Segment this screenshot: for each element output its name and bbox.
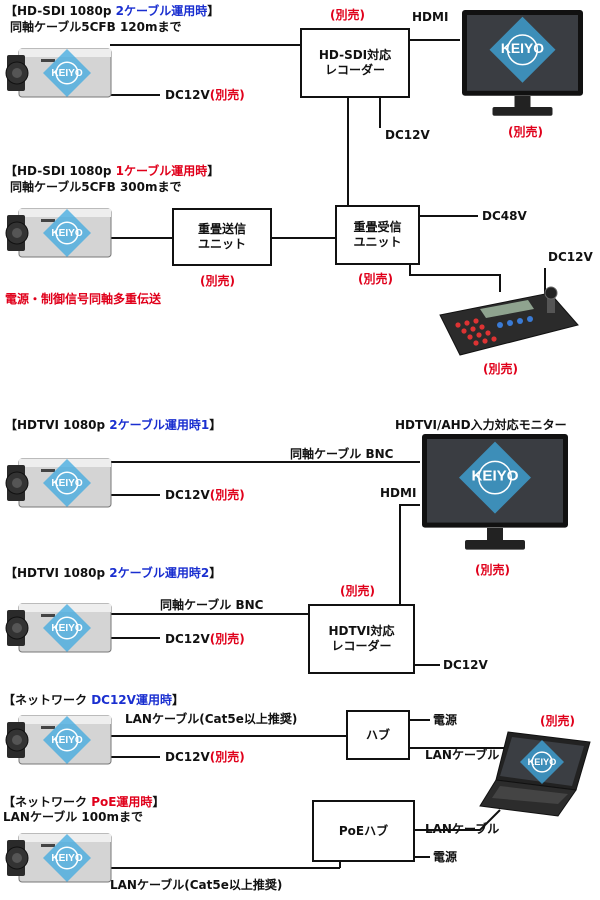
dc12v-label-5: DC12V(別売) <box>165 750 245 764</box>
keiyo-logo-text: KEIYO <box>51 623 83 634</box>
dc12v-label-1: DC12V(別売) <box>165 88 245 102</box>
lan-label-hub: LANケーブル <box>425 748 500 762</box>
camera-1: KEIYO <box>5 45 115 105</box>
keiyo-logo-text: KEIYO <box>528 757 557 767</box>
coax-bnc-label-1: 同軸ケーブル BNC <box>290 447 394 461</box>
camera-2: KEIYO <box>5 205 115 265</box>
sold-sep-rx: (別売) <box>358 272 393 286</box>
hdtvi-recorder-box: HDTVI対応 レコーダー <box>308 604 415 674</box>
sold-sep-recorder: (別売) <box>330 8 365 22</box>
tx-unit-box: 重畳送信 ユニット <box>172 208 272 266</box>
dc12v-label-recorder-2: DC12V <box>443 658 488 672</box>
section2-note: 電源・制御信号同軸多重伝送 <box>5 292 162 306</box>
sold-sep-recorder-2: (別売) <box>340 584 375 598</box>
monitor-title: HDTVI/AHD入力対応モニター <box>395 418 567 432</box>
rx-unit-box: 重畳受信 ユニット <box>335 205 420 265</box>
keiyo-logo-text: KEIYO <box>51 228 83 239</box>
sold-sep-monitor-1: (別売) <box>508 125 543 139</box>
keiyo-logo: KEIYO <box>459 441 531 514</box>
sold-sep-monitor-2: (別売) <box>475 563 510 577</box>
keiyo-logo: KEIYO <box>43 459 91 507</box>
section2-subtitle: 同軸ケーブル5CFB 300mまで <box>10 180 182 194</box>
section6-subtitle: LANケーブル 100mまで <box>3 810 143 824</box>
hdsdi-recorder-box: HD-SDI対応 レコーダー <box>300 28 410 98</box>
keiyo-logo-text: KEIYO <box>51 68 83 79</box>
section3-title: 【HDTVI 1080p 2ケーブル運用時1】 <box>5 418 222 432</box>
lan-label-s5: LANケーブル(Cat5e以上推奨) <box>125 712 298 726</box>
section4-title: 【HDTVI 1080p 2ケーブル運用時2】 <box>5 566 222 580</box>
power-label-2: 電源 <box>433 850 458 864</box>
keiyo-logo: KEIYO <box>43 834 91 882</box>
camera-3: KEIYO <box>5 455 115 515</box>
laptop: KEIYO <box>478 728 593 820</box>
keiyo-logo: KEIYO <box>43 209 91 257</box>
keiyo-logo-text: KEIYO <box>51 853 83 864</box>
poe-laptop-line <box>415 809 501 831</box>
keiyo-logo: KEIYO <box>43 49 91 97</box>
keiyo-logo: KEIYO <box>520 740 564 784</box>
keiyo-logo-text: KEIYO <box>501 40 544 56</box>
ptz-controller <box>430 285 580 357</box>
hub-box: ハブ <box>346 710 410 760</box>
title-mode: 2ケーブル運用時 <box>115 4 208 18</box>
section1-subtitle: 同軸ケーブル5CFB 120mまで <box>10 20 182 34</box>
keiyo-logo-text: KEIYO <box>51 735 83 746</box>
camera-6: KEIYO <box>5 830 115 890</box>
sold-sep-tx: (別売) <box>200 274 235 288</box>
lan-label-s6: LANケーブル(Cat5e以上推奨) <box>110 878 283 892</box>
coax-bnc-label-2: 同軸ケーブル BNC <box>160 598 264 612</box>
keiyo-logo-text: KEIYO <box>471 468 518 485</box>
dc12v-label-4: DC12V(別売) <box>165 632 245 646</box>
dc12v-label-3: DC12V(別売) <box>165 488 245 502</box>
section5-title: 【ネットワーク DC12V運用時】 <box>3 693 184 707</box>
keiyo-logo: KEIYO <box>43 716 91 764</box>
monitor-1: KEIYO <box>460 8 585 118</box>
hdmi-line-s4 <box>399 504 420 604</box>
monitor-2: KEIYO <box>420 432 570 552</box>
sold-sep-controller: (別売) <box>483 362 518 376</box>
hdmi-label-2: HDMI <box>380 486 417 500</box>
dc48v-label: DC48V <box>482 209 527 223</box>
camera-5: KEIYO <box>5 712 115 772</box>
dc12v-label-controller: DC12V <box>548 250 593 264</box>
section6-title: 【ネットワーク PoE運用時】 <box>3 795 165 809</box>
poe-hub-box: PoEハブ <box>312 800 415 862</box>
lan-label-poe: LANケーブル <box>425 822 500 836</box>
section1-title: 【HD-SDI 1080p 2ケーブル運用時】 <box>5 4 219 18</box>
rx-to-controller-line <box>409 264 501 292</box>
hdmi-label-1: HDMI <box>412 10 449 24</box>
keiyo-logo: KEIYO <box>43 604 91 652</box>
title-bracket-close: 】 <box>207 4 220 18</box>
sold-sep-laptop: (別売) <box>540 714 575 728</box>
section2-title: 【HD-SDI 1080p 1ケーブル運用時】 <box>5 164 220 178</box>
power-label-1: 電源 <box>433 713 458 727</box>
keiyo-logo-text: KEIYO <box>51 478 83 489</box>
dc12v-label-recorder: DC12V <box>385 128 430 142</box>
title-bracket-open: 【HD-SDI 1080p <box>5 4 116 18</box>
camera-4: KEIYO <box>5 600 115 660</box>
